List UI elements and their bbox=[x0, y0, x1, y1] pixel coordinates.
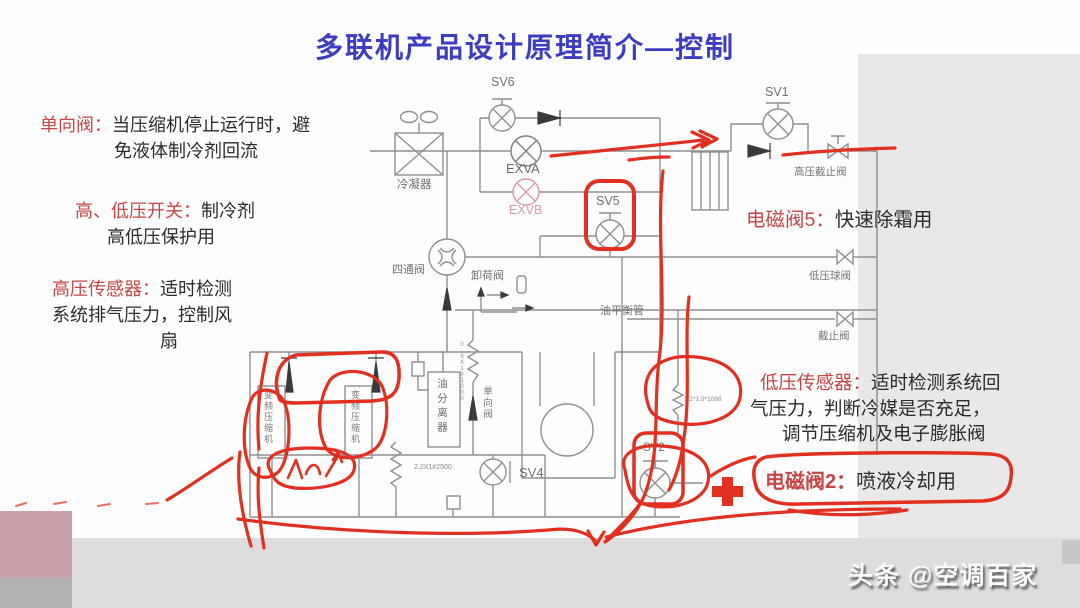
red-sv2-tail bbox=[605, 503, 641, 542]
capillary-main-label: 2.2X1#2500 bbox=[414, 464, 452, 471]
valve-exva bbox=[510, 135, 542, 167]
annotation-hp-sensor-label: 高压传感器： bbox=[52, 279, 160, 299]
red-vertical-stroke1 bbox=[237, 450, 253, 548]
sv5-label: SV5 bbox=[596, 194, 620, 208]
condenser-label: 冷凝器 bbox=[397, 177, 432, 191]
sv1-label: SV1 bbox=[765, 85, 789, 99]
components bbox=[257, 110, 854, 510]
condenser-symbol bbox=[394, 110, 444, 176]
stop-valve-symbol bbox=[836, 310, 854, 328]
annotation-sv2-label: 电磁阀2： bbox=[765, 471, 857, 493]
valve-sv5 bbox=[595, 212, 625, 249]
heat-exchanger-symbol bbox=[691, 151, 729, 211]
annotation-lp-sensor: 低压传感器：适时检测系统回 气压力，判断冷媒是否充足， 调节压缩机及电子膨胀阀 bbox=[750, 370, 1001, 447]
red-wavy-line2 bbox=[667, 295, 691, 492]
stop-valve-label: 截止阀 bbox=[818, 329, 850, 342]
annotation-sv2: 电磁阀2：喷液冷却用 bbox=[765, 469, 956, 495]
annotation-lp-sensor-label: 低压传感器： bbox=[760, 372, 872, 393]
valve-exvb bbox=[512, 178, 540, 206]
annotation-lp-sensor-line1: 适时检测系统回 bbox=[871, 372, 1001, 393]
sv6-label: SV6 bbox=[491, 75, 515, 89]
valve-sv4 bbox=[479, 458, 507, 486]
red-stroke-short1 bbox=[627, 155, 671, 162]
annotation-hp-sensor: 高压传感器：适时检测 系统排气压力，控制风 扇 bbox=[52, 276, 232, 354]
compressor1-label: 变频压缩机 bbox=[263, 390, 273, 445]
pink-corner-block bbox=[0, 511, 72, 578]
gray-corner-block bbox=[0, 578, 72, 608]
red-box-sv2-inner bbox=[632, 431, 685, 506]
page-title: 多联机产品设计原理简介—控制 bbox=[314, 32, 736, 63]
red-handwriting bbox=[286, 450, 344, 480]
red-box-sv5 bbox=[584, 179, 636, 251]
annotation-check-valve-line1: 当压缩机停止运行时，避 bbox=[112, 115, 310, 135]
background-right-panel bbox=[858, 54, 1080, 538]
annotation-check-valve: 单向阀：当压缩机停止运行时，避 免液体制冷剂回流 bbox=[40, 112, 310, 164]
annotation-hp-lp-label: 高、低压开关： bbox=[75, 201, 201, 221]
compressor2-label: 变频压缩机 bbox=[350, 390, 360, 445]
red-loop-sv2-outer bbox=[622, 444, 711, 509]
annotation-hp-lp-line2: 高低压保护用 bbox=[107, 227, 215, 247]
red-arrow-main bbox=[549, 129, 719, 158]
red-ellipse-scribble bbox=[266, 446, 357, 490]
exvb-label: EXVB bbox=[509, 203, 542, 217]
annotation-sv2-text: 喷液冷却用 bbox=[856, 471, 957, 493]
unloading-valve-label: 卸荷阀 bbox=[471, 268, 504, 282]
annotation-sv5-label: 电磁阀5： bbox=[746, 209, 835, 231]
annotation-hp-sensor-line1: 适时检测 bbox=[160, 279, 232, 299]
small-box-1 bbox=[411, 361, 425, 377]
sv4-label: SV4 bbox=[519, 465, 544, 480]
red-faint-ticks bbox=[15, 501, 159, 507]
annotation-sv5: 电磁阀5：快速除霜用 bbox=[746, 207, 932, 233]
hp-stop-valve-symbol bbox=[827, 135, 849, 160]
watermark: 头条 @空调百家 bbox=[848, 562, 1038, 590]
red-wavy-line1 bbox=[603, 169, 665, 544]
annotation-hp-sensor-line2: 系统排气压力，控制风 bbox=[52, 305, 232, 325]
small-box-2 bbox=[446, 495, 461, 510]
oil-balance-pipe-label: 油平衡管 bbox=[600, 303, 644, 317]
annotation-lp-sensor-line2: 气压力，判断冷媒是否充足， bbox=[750, 397, 991, 419]
lp-ball-valve-symbol bbox=[836, 248, 854, 266]
four-way-valve-label: 四通阀 bbox=[392, 262, 425, 276]
red-roundrect-compressors bbox=[274, 350, 401, 405]
lp-ball-valve-label: 低压球阀 bbox=[809, 269, 851, 282]
valve-sv6 bbox=[488, 98, 516, 132]
check-valve-vertical-label: 单向阀 bbox=[481, 386, 492, 421]
annotation-check-valve-line2: 免液体制冷剂回流 bbox=[114, 141, 258, 161]
flow-arrows bbox=[281, 110, 773, 421]
oil-separator-label: 油分离器 bbox=[436, 378, 448, 436]
red-vertical-stroke2 bbox=[256, 466, 266, 550]
annotation-hp-lp-line1: 制冷剂 bbox=[201, 201, 255, 221]
accumulator-symbol bbox=[540, 403, 594, 457]
valve-sv2 bbox=[639, 460, 671, 499]
red-blob-capillary bbox=[644, 354, 743, 426]
annotation-check-valve-label: 单向阀： bbox=[40, 115, 112, 135]
four-way-valve-symbol bbox=[428, 238, 466, 276]
pipes bbox=[249, 117, 878, 518]
valve-symbols bbox=[479, 98, 794, 499]
sv2-label: SV2 bbox=[643, 442, 665, 454]
red-diagonal-stroke bbox=[165, 456, 234, 502]
annotation-hp-sensor-line3: 扇 bbox=[160, 331, 178, 351]
capillary-sv2-label: 3.2*1.9*1088 bbox=[684, 396, 722, 403]
red-cross-icon bbox=[712, 477, 743, 506]
unloading-valve-symbol bbox=[516, 275, 527, 294]
exva-label: EXVA bbox=[506, 161, 540, 176]
annotation-hp-lp-switch: 高、低压开关：制冷剂 高低压保护用 bbox=[75, 198, 255, 250]
background-bottom-strip bbox=[0, 538, 1080, 608]
capillary-oil-label: 0.9X1#1000 bbox=[459, 342, 465, 402]
annotation-sv5-text: 快速除霜用 bbox=[834, 209, 933, 231]
red-connector-to-box bbox=[707, 455, 757, 479]
right-edge-tab bbox=[1062, 540, 1080, 564]
valve-sv1 bbox=[762, 102, 794, 140]
annotation-lp-sensor-line3: 调节压缩机及电子膨胀阀 bbox=[782, 423, 986, 444]
hp-stop-valve-label: 高压截止阀 bbox=[794, 165, 847, 178]
